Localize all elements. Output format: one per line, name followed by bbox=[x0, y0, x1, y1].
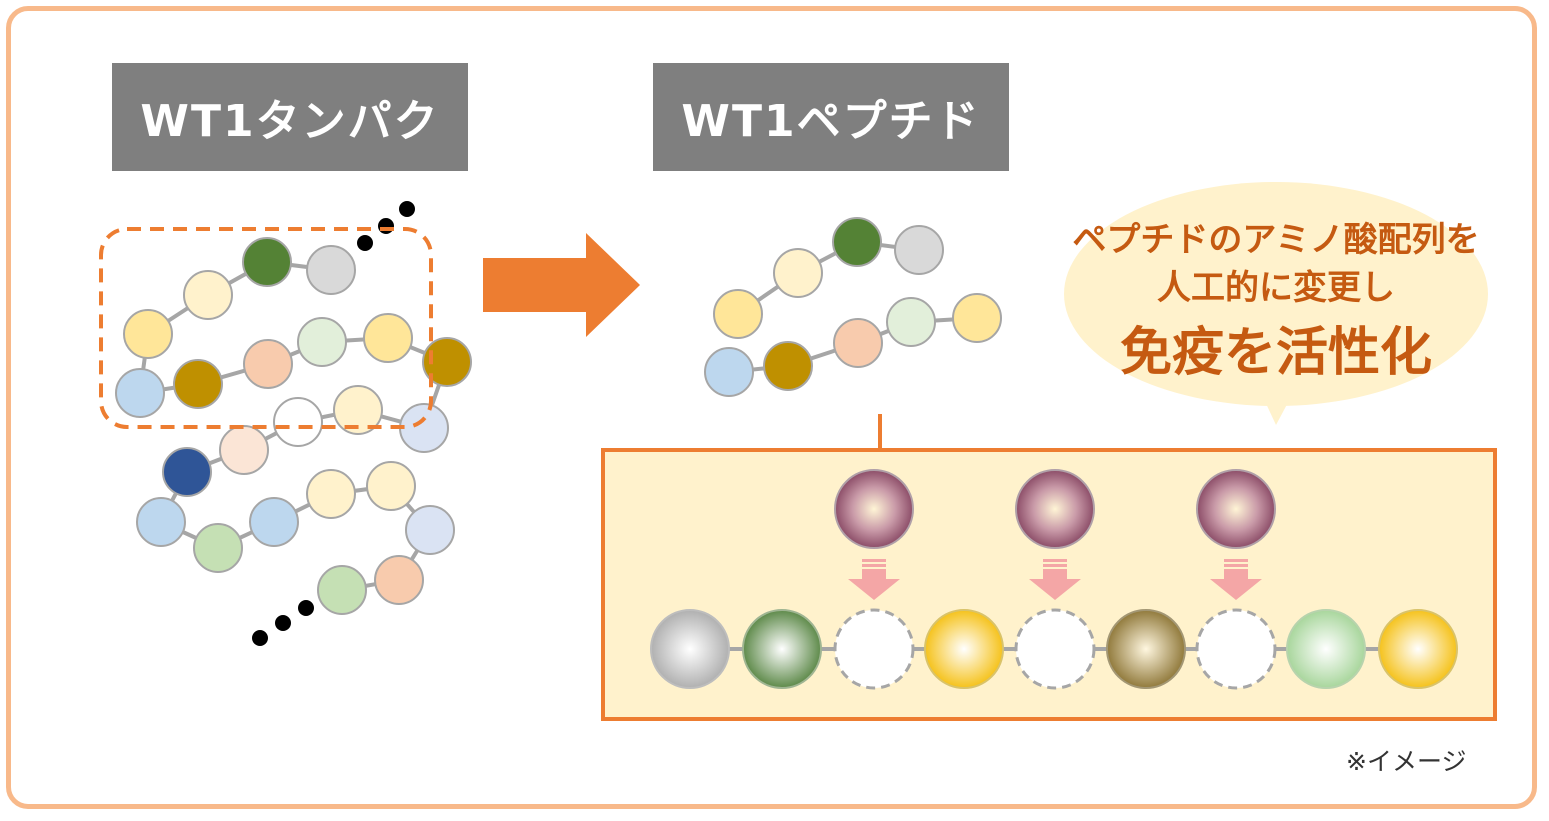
peptide-selection-region bbox=[99, 227, 433, 429]
sequence-amino-acid bbox=[650, 609, 730, 689]
amino-acid bbox=[273, 397, 323, 447]
amino-acid bbox=[136, 497, 186, 547]
substitute-amino-acid bbox=[1015, 469, 1095, 549]
amino-acid bbox=[773, 248, 823, 298]
sequence-amino-acid bbox=[1106, 609, 1186, 689]
amino-acid bbox=[219, 425, 269, 475]
amino-acid bbox=[363, 313, 413, 363]
down-arrow-icon bbox=[1029, 559, 1081, 600]
down-arrow-icon bbox=[848, 559, 900, 600]
down-arrow-icon bbox=[1210, 559, 1262, 600]
continuation-dots-bottom bbox=[252, 600, 314, 646]
amino-acid bbox=[162, 447, 212, 497]
amino-acid bbox=[173, 359, 223, 409]
protein-chain bbox=[115, 237, 472, 615]
amino-acid bbox=[306, 245, 356, 295]
sequence-vacant-site bbox=[1195, 608, 1277, 690]
amino-acid bbox=[242, 237, 292, 287]
amino-acid bbox=[249, 497, 299, 547]
amino-acid bbox=[833, 318, 883, 368]
sequence-amino-acid bbox=[924, 609, 1004, 689]
peptide-label: WT1ペプチド bbox=[653, 63, 1009, 171]
amino-acid bbox=[333, 385, 383, 435]
amino-acid bbox=[123, 309, 173, 359]
amino-acid bbox=[317, 565, 367, 615]
amino-acid bbox=[115, 368, 165, 418]
amino-acid bbox=[366, 461, 416, 511]
amino-acid bbox=[704, 347, 754, 397]
image-note: ※イメージ bbox=[1346, 747, 1467, 776]
amino-acid bbox=[952, 293, 1002, 343]
amino-acid bbox=[713, 289, 763, 339]
amino-acid bbox=[297, 317, 347, 367]
amino-acid bbox=[243, 339, 293, 389]
amino-acid bbox=[894, 225, 944, 275]
amino-acid bbox=[183, 270, 233, 320]
amino-acid bbox=[763, 341, 813, 391]
substitute-amino-acid bbox=[834, 469, 914, 549]
amino-acid bbox=[422, 337, 472, 387]
amino-acid bbox=[405, 505, 455, 555]
sequence-amino-acid bbox=[742, 609, 822, 689]
callout-bubble bbox=[1064, 182, 1488, 425]
sequence-vacant-site bbox=[833, 608, 915, 690]
amino-acid bbox=[193, 523, 243, 573]
right-arrow-icon bbox=[483, 233, 640, 337]
amino-acid bbox=[374, 555, 424, 605]
amino-acid bbox=[399, 403, 449, 453]
sequence-vacant-site bbox=[1014, 608, 1096, 690]
callout-line-3: 免疫を活性化 bbox=[1119, 323, 1432, 383]
sequence-amino-acid bbox=[1378, 609, 1458, 689]
callout-line-1: ペプチドのアミノ酸配列を bbox=[1072, 220, 1480, 260]
amino-acid bbox=[306, 469, 356, 519]
continuation-dots-top bbox=[357, 201, 415, 251]
amino-acid bbox=[832, 217, 882, 267]
peptide-chain-bond-top bbox=[736, 239, 920, 316]
substitute-amino-acid bbox=[1196, 469, 1276, 549]
sequence-amino-acid bbox=[1286, 609, 1366, 689]
callout-line-2: 人工的に変更し bbox=[1157, 268, 1395, 308]
protein-label: WT1タンパク bbox=[112, 63, 468, 171]
peptide-chain bbox=[704, 217, 1002, 397]
amino-acid bbox=[886, 297, 936, 347]
